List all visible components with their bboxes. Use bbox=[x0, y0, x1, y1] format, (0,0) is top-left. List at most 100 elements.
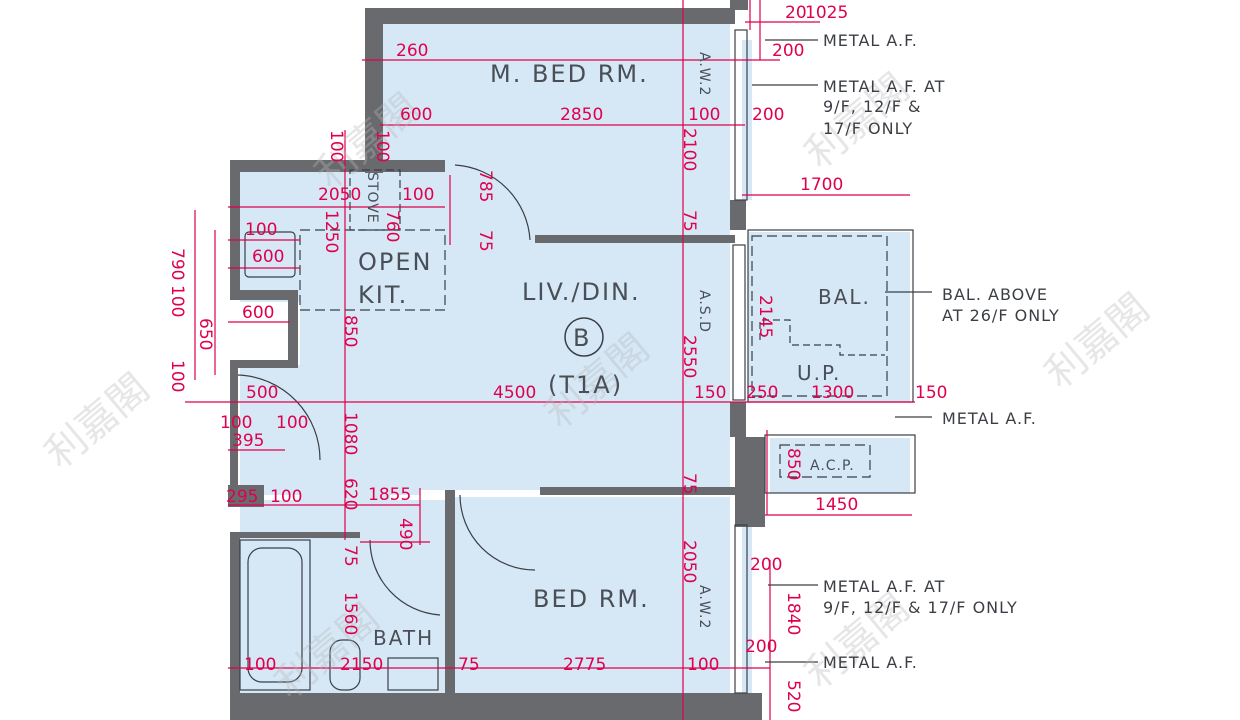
watermark-cn-4: 利嘉閣 bbox=[1037, 285, 1158, 397]
acp-area bbox=[770, 438, 910, 493]
dim-100f: 100 bbox=[167, 285, 187, 317]
dim-200a: 200 bbox=[752, 105, 784, 125]
dim-520: 520 bbox=[783, 680, 803, 712]
dim-100c: 100 bbox=[372, 130, 392, 162]
door-swing-bed bbox=[459, 494, 536, 571]
wall-bath-right bbox=[445, 490, 455, 695]
dim-75a: 75 bbox=[475, 230, 495, 252]
acp-outline bbox=[764, 434, 916, 494]
dim-785: 785 bbox=[475, 170, 495, 202]
bath-sink bbox=[387, 657, 439, 691]
dim-395: 395 bbox=[232, 431, 264, 451]
label-stove: STOVE bbox=[364, 172, 380, 224]
dim-100k: 100 bbox=[244, 655, 276, 675]
dim-600b: 600 bbox=[252, 247, 284, 267]
label-master-bedroom: M. BED RM. bbox=[490, 60, 649, 88]
wall-right-bottom bbox=[732, 693, 762, 720]
window-mid-frame bbox=[732, 244, 746, 401]
wall-kitchen-top-2 bbox=[383, 160, 445, 172]
dim-4500: 4500 bbox=[493, 383, 536, 403]
dim-100j: 100 bbox=[270, 487, 302, 507]
note-metal-af-2-l3: 17/F ONLY bbox=[823, 119, 913, 138]
note-metal-af-1: METAL A.F. bbox=[823, 31, 918, 50]
dim-1700: 1700 bbox=[800, 175, 843, 195]
dim-200b: 200 bbox=[772, 41, 804, 61]
dim-200c: 200 bbox=[750, 555, 782, 575]
dim-75e: 75 bbox=[458, 655, 480, 675]
dim-2145: 2145 bbox=[755, 295, 775, 338]
note-bal-above-l1: BAL. ABOVE bbox=[942, 285, 1048, 304]
unit-marker: B (T1A) bbox=[548, 317, 621, 399]
dim-100h: 100 bbox=[220, 413, 252, 433]
wall-mbr-bottom bbox=[535, 235, 735, 243]
window-bottom-frame bbox=[734, 524, 748, 694]
wall-left-notch-b bbox=[230, 360, 298, 368]
note-metal-af-4-l2: 9/F, 12/F & 17/F ONLY bbox=[823, 598, 1018, 617]
kitchen-counter bbox=[299, 229, 446, 311]
dim-260: 260 bbox=[396, 41, 428, 61]
label-up: U.P. bbox=[797, 361, 841, 385]
wall-left-notch-v bbox=[288, 290, 298, 365]
wall-bed-top bbox=[540, 487, 735, 495]
dim-150a: 150 bbox=[694, 383, 726, 403]
leader-lines bbox=[752, 39, 932, 663]
toilet bbox=[329, 639, 361, 691]
dim-150b: 150 bbox=[915, 383, 947, 403]
dim-850b: 850 bbox=[783, 448, 803, 480]
note-metal-af-2-l1: METAL A.F. AT bbox=[823, 77, 945, 96]
wall-right-low bbox=[730, 402, 746, 437]
up-stair bbox=[759, 319, 885, 356]
dim-1300: 1300 bbox=[811, 383, 854, 403]
dim-100i: 100 bbox=[276, 413, 308, 433]
window-top-frame bbox=[734, 29, 748, 201]
dim-2050a: 2050 bbox=[318, 185, 361, 205]
note-metal-af-5: METAL A.F. bbox=[823, 653, 918, 672]
dim-650: 650 bbox=[195, 318, 215, 350]
dim-1080: 1080 bbox=[340, 412, 360, 455]
label-bedroom: BED RM. bbox=[533, 585, 650, 613]
dim-790: 790 bbox=[167, 248, 187, 280]
wall-left-notch bbox=[230, 290, 295, 300]
label-kit: KIT. bbox=[358, 281, 408, 309]
wall-left-295 bbox=[228, 485, 264, 507]
wall-bottom bbox=[230, 693, 750, 720]
dim-100l: 100 bbox=[687, 655, 719, 675]
wall-left-upper bbox=[230, 160, 240, 300]
dimension-lines bbox=[185, 0, 915, 720]
dim-100g: 100 bbox=[167, 360, 187, 392]
label-bath: BATH bbox=[373, 626, 434, 650]
balcony-inner bbox=[751, 235, 888, 397]
watermark-cn-1: 利嘉閣 bbox=[37, 365, 158, 477]
wall-bath-left bbox=[230, 535, 240, 695]
dim-1840: 1840 bbox=[783, 592, 803, 635]
outlines bbox=[237, 29, 916, 694]
label-living-dining: LIV./DIN. bbox=[522, 278, 641, 306]
dim-600c: 600 bbox=[242, 303, 274, 323]
wall-right-acp bbox=[735, 437, 765, 527]
dim-75c: 75 bbox=[679, 473, 699, 495]
dim-295: 295 bbox=[226, 487, 258, 507]
bathtub-inner bbox=[247, 547, 303, 683]
dimension-labels: 260 600 2850 100 200 20 1025 200 100 100… bbox=[167, 3, 947, 712]
dim-100b: 100 bbox=[326, 130, 346, 162]
label-asd: A.S.D bbox=[696, 290, 712, 333]
dim-1250: 1250 bbox=[321, 210, 341, 253]
wall-left-mid bbox=[230, 365, 238, 485]
label-open: OPEN bbox=[358, 248, 432, 276]
dim-850a: 850 bbox=[340, 315, 360, 347]
dim-200d: 200 bbox=[745, 637, 777, 657]
bathtub bbox=[239, 539, 311, 691]
dim-1855: 1855 bbox=[368, 485, 411, 505]
label-aw2-top: A.W.2 bbox=[696, 52, 712, 96]
dim-2100: 2100 bbox=[679, 128, 699, 171]
dim-2775: 2775 bbox=[563, 655, 606, 675]
note-bal-above-l2: AT 26/F ONLY bbox=[942, 306, 1060, 325]
dim-1450: 1450 bbox=[815, 495, 858, 515]
dim-620: 620 bbox=[340, 478, 360, 510]
note-metal-af-3: METAL A.F. bbox=[942, 409, 1037, 428]
door-swing-bath bbox=[369, 539, 441, 616]
label-aw2-bottom: A.W.2 bbox=[696, 585, 712, 629]
wall-bath-top bbox=[230, 532, 360, 538]
dim-100a: 100 bbox=[688, 105, 720, 125]
